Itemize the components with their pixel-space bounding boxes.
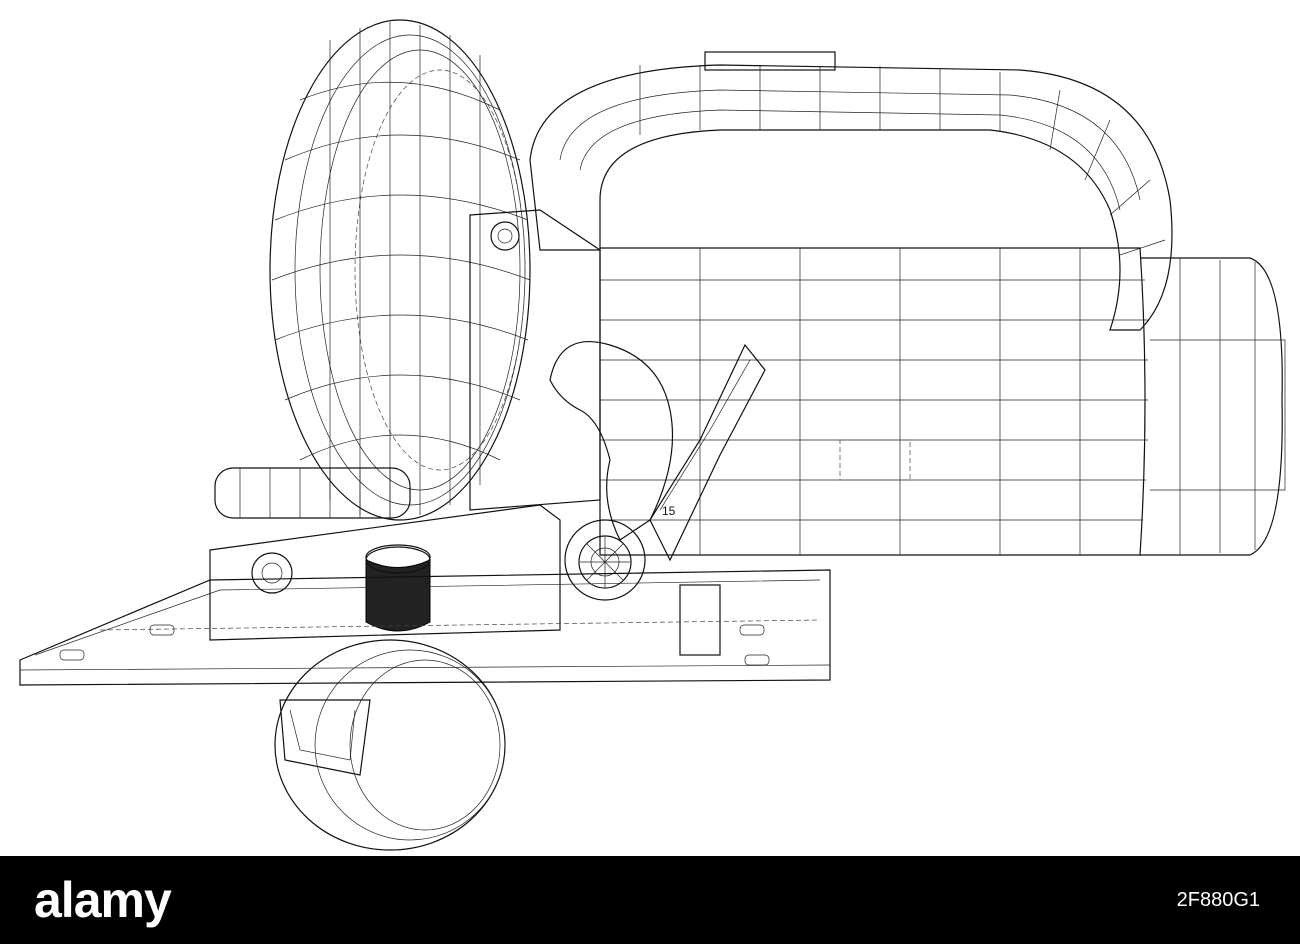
depth-knob [365, 544, 431, 632]
svg-text:15: 15 [662, 504, 676, 518]
motor-housing [599, 247, 1148, 556]
alamy-logo: alamy [34, 872, 172, 928]
watermark-footer: alamy 2F880G1 [0, 856, 1300, 944]
blade-guard [269, 19, 531, 521]
bevel-adjuster: 15 [549, 341, 766, 562]
handle [529, 51, 1173, 331]
bevel-knob [564, 519, 646, 601]
front-pivot [214, 467, 411, 519]
circular-saw-wireframe: 15 [19, 19, 1286, 851]
motor-end-cap [1140, 257, 1286, 556]
wireframe-canvas: 15 [19, 19, 1286, 851]
base-plate [19, 569, 831, 686]
depth-bracket [209, 504, 561, 641]
image-id: 2F880G1 [1176, 888, 1260, 911]
arbor-plate [469, 209, 601, 511]
lower-blade [274, 639, 506, 851]
